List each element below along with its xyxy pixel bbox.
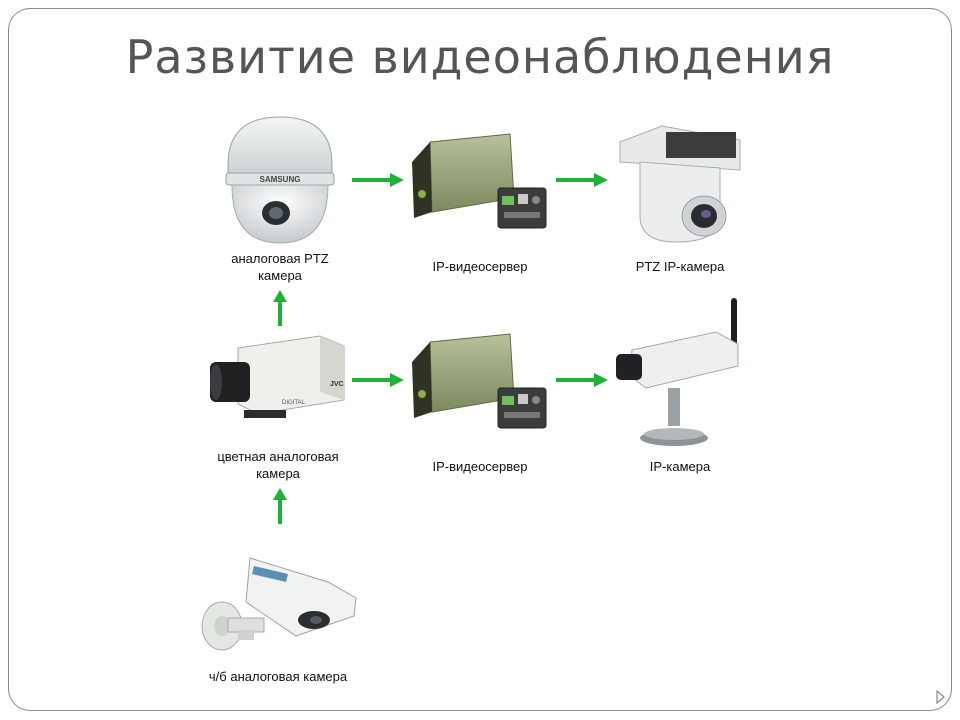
slide-corner-icon	[936, 690, 945, 704]
outdoor-camera-icon	[201, 557, 357, 651]
arrow-up-icon	[273, 488, 287, 524]
slide-title: Развитие видеонаблюдения	[125, 30, 835, 84]
brand-label: JVC	[330, 381, 344, 388]
ptz-camera-icon	[619, 125, 741, 243]
arrow-right-icon	[352, 173, 404, 187]
arrow-up-icon	[273, 290, 287, 326]
analog-ptz-camera: SAMSUNG	[218, 115, 342, 245]
ip-video-server-mid	[410, 332, 550, 432]
ptz-ip-camera-label: PTZ IP-камера	[635, 259, 725, 274]
analog-ptz-label: аналоговая PTZ камера	[231, 251, 329, 283]
color-analog-camera: JVC DIGITAL	[208, 334, 346, 420]
ip-camera-icon	[616, 298, 739, 446]
box-camera-icon: JVC DIGITAL	[210, 335, 345, 418]
ip-video-server-top	[410, 132, 550, 232]
ptz-ip-camera	[612, 120, 742, 244]
bw-analog-label: ч/б аналоговая камера	[208, 669, 348, 684]
dome-camera-icon: SAMSUNG	[225, 116, 335, 244]
color-analog-label: цветная аналоговая камера	[217, 449, 339, 481]
arrow-right-icon	[352, 373, 404, 387]
ip-server-top-label: IP-видеосервер	[432, 259, 528, 274]
ip-camera	[612, 296, 742, 452]
video-server-icon	[412, 133, 547, 229]
arrow-right-icon	[556, 373, 608, 387]
ip-camera-label: IP-камера	[649, 459, 711, 474]
video-server-icon	[412, 333, 547, 429]
brand-label: SAMSUNG	[260, 175, 301, 184]
arrow-right-icon	[556, 173, 608, 187]
digital-label: DIGITAL	[282, 400, 306, 406]
bw-analog-camera	[198, 552, 358, 662]
ip-server-mid-label: IP-видеосервер	[432, 459, 528, 474]
